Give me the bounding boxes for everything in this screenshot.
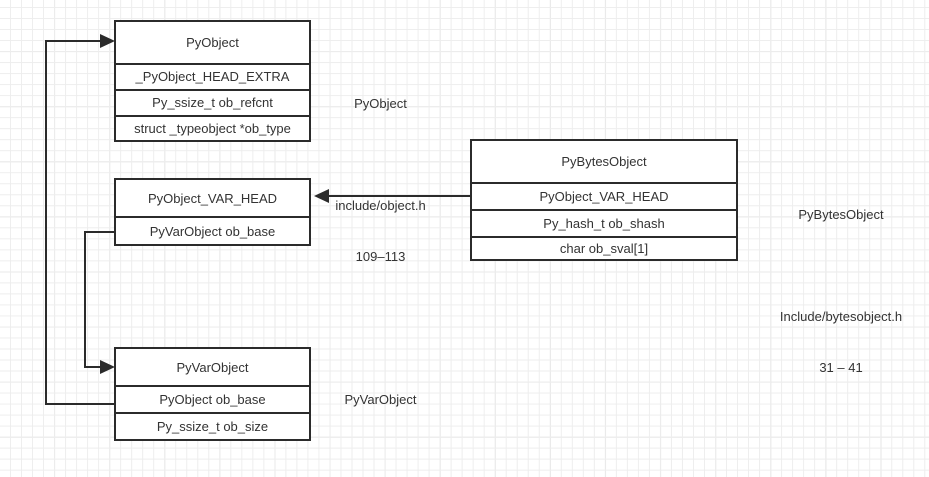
note-pyvarobject: PyVarObject include/object.h 118–121	[318, 357, 443, 477]
note-pyvarobject-name: PyVarObject	[344, 392, 417, 407]
struct-row-pybytes-ob-sval: char ob_sval[1]	[472, 235, 736, 259]
struct-row-pyvarobject-ob-size: Py_ssize_t ob_size	[116, 412, 309, 439]
struct-title-pyvarobject: PyVarObject	[176, 359, 249, 375]
struct-box-pyvarobject[interactable]: PyVarObject PyObject ob_base Py_ssize_t …	[114, 347, 311, 441]
struct-box-pyobject[interactable]: PyObject _PyObject_HEAD_EXTRA Py_ssize_t…	[114, 20, 311, 142]
struct-title-pyobject: PyObject	[186, 34, 239, 50]
note-pyobject-lines: 109–113	[355, 249, 406, 264]
connector-varhead-to-pyvarobject	[84, 231, 114, 368]
note-pybytesobject-spacer	[766, 257, 916, 274]
note-pybytesobject-name: PyBytesObject	[798, 207, 884, 222]
arrowhead-pyobject	[100, 34, 115, 48]
struct-title-pyobject-var-head: PyObject_VAR_HEAD	[147, 190, 278, 206]
note-pyobject-file: include/object.h	[335, 198, 426, 213]
note-pybytesobject-file: Include/bytesobject.h	[779, 309, 903, 324]
struct-row-varhead-ob-base: PyVarObject ob_base	[116, 216, 309, 244]
note-pyvarobject-spacer	[318, 442, 443, 459]
struct-box-pybytesobject[interactable]: PyBytesObject PyObject_VAR_HEAD Py_hash_…	[470, 139, 738, 261]
struct-row-pybytes-ob-shash: Py_hash_t ob_shash	[472, 208, 736, 236]
struct-row-pybytes-var-head: PyObject_VAR_HEAD	[472, 181, 736, 209]
struct-row-pyobject-head-extra: _PyObject_HEAD_EXTRA	[116, 62, 309, 89]
note-pyobject-spacer	[318, 146, 443, 163]
note-pyobject: PyObject include/object.h 109–113	[318, 61, 443, 299]
note-pybytesobject: PyBytesObject Include/bytesobject.h 31 –…	[766, 172, 916, 410]
connector-pyvarobject-to-pyobject	[45, 40, 114, 405]
note-pybytesobject-lines: 31 – 41	[819, 360, 863, 375]
struct-title-pybytesobject: PyBytesObject	[561, 153, 647, 169]
struct-row-pyvarobject-ob-base: PyObject ob_base	[116, 385, 309, 412]
struct-box-pyobject-var-head[interactable]: PyObject_VAR_HEAD PyVarObject ob_base	[114, 178, 311, 246]
struct-row-pyobject-ob-refcnt: Py_ssize_t ob_refcnt	[116, 88, 309, 115]
struct-row-pyobject-ob-type: struct _typeobject *ob_type	[116, 114, 309, 140]
note-pyobject-name: PyObject	[354, 96, 407, 111]
arrowhead-pyvarobject	[100, 360, 115, 374]
